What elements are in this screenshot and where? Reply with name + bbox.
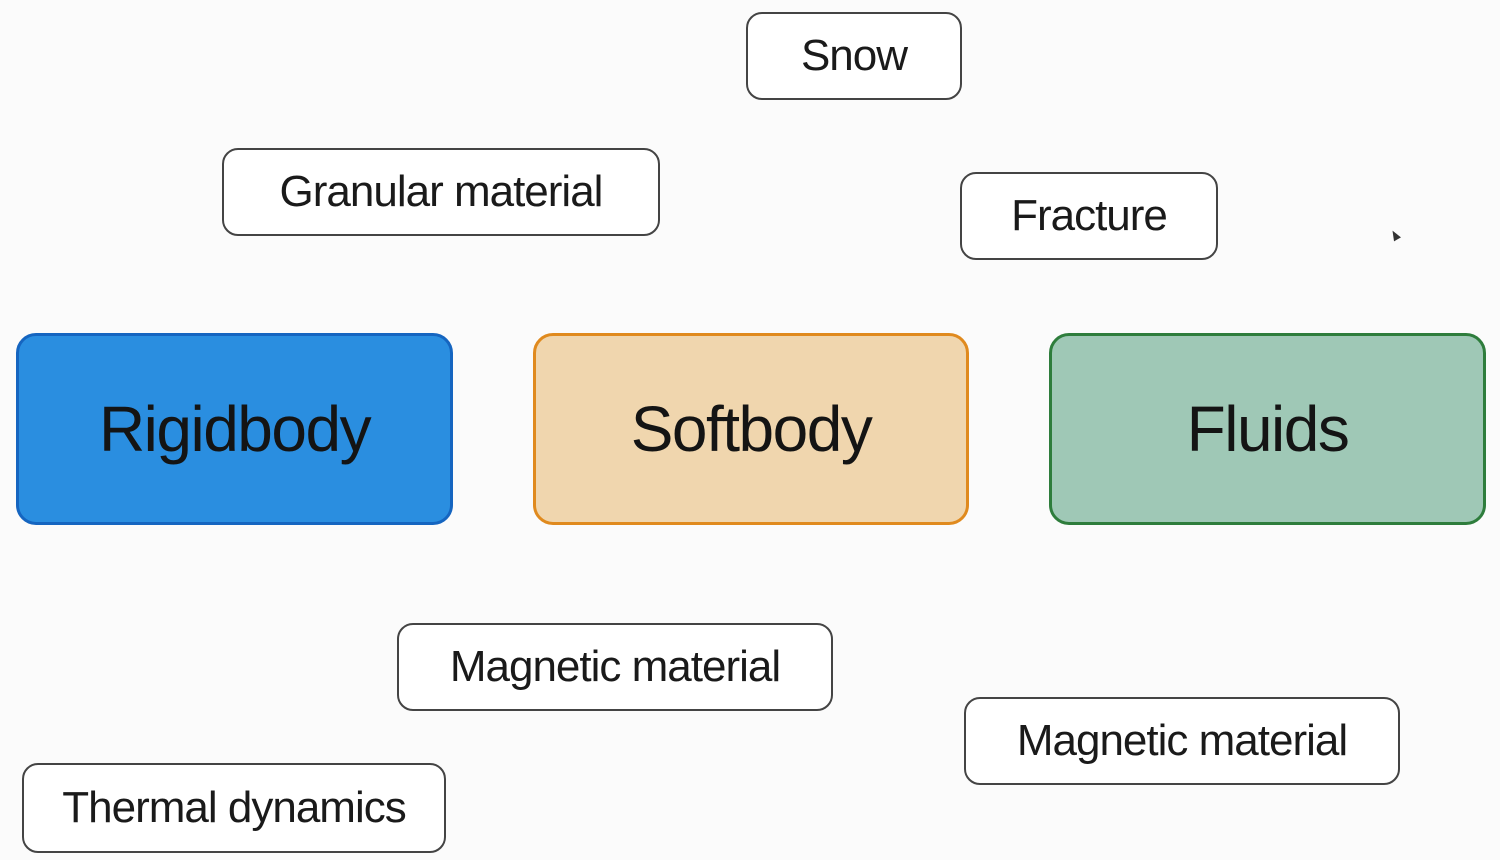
tag-magnetic-material: Magnetic material (397, 623, 833, 711)
category-rigidbody: Rigidbody (16, 333, 453, 525)
tag-thermal-dynamics: Thermal dynamics (22, 763, 446, 853)
tag-magnetic-material-2: Magnetic material (964, 697, 1400, 785)
mouse-cursor-icon (1389, 228, 1401, 242)
category-fluids: Fluids (1049, 333, 1486, 525)
category-softbody: Softbody (533, 333, 969, 525)
tag-granular-material: Granular material (222, 148, 660, 236)
tag-fracture: Fracture (960, 172, 1218, 260)
tag-snow: Snow (746, 12, 962, 100)
